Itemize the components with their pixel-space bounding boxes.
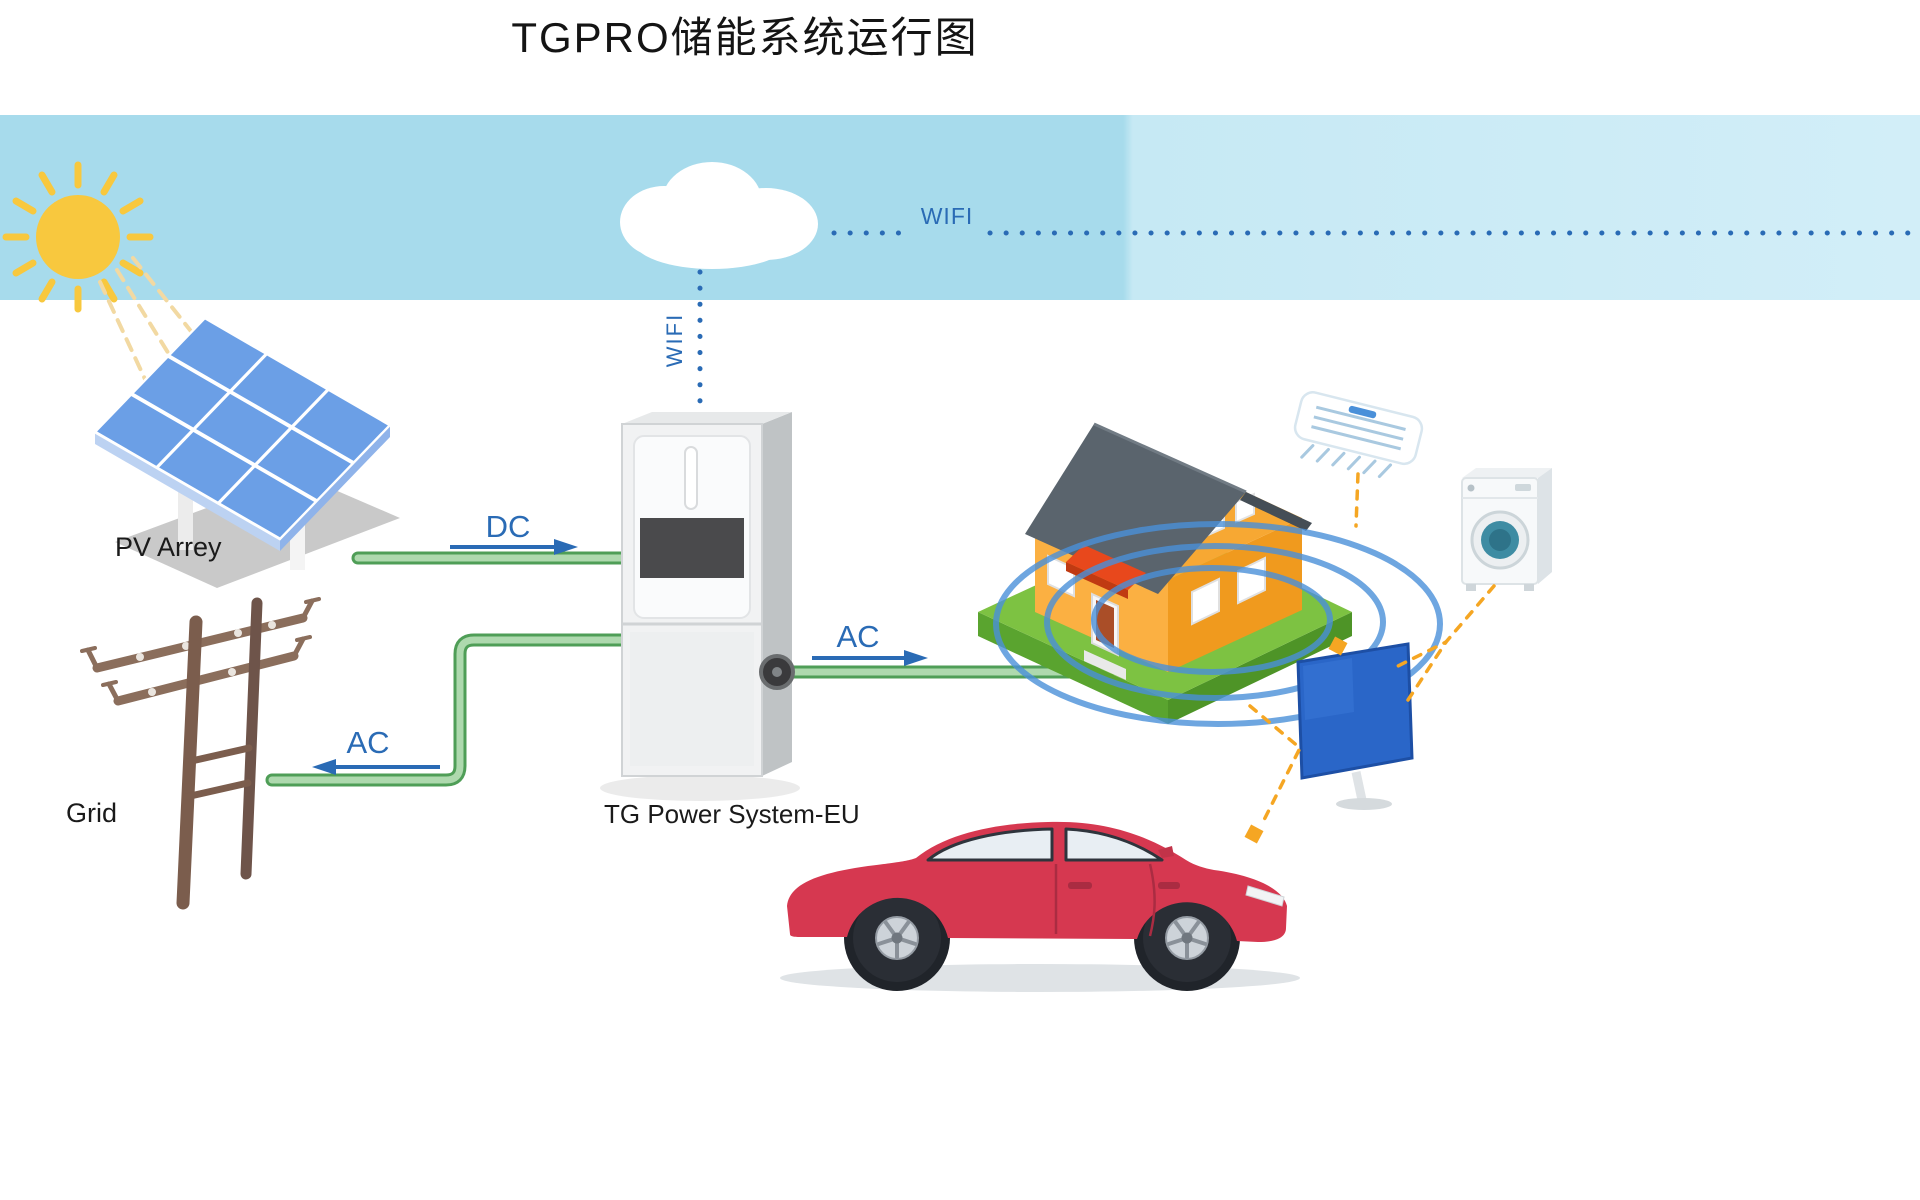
door-canopy [1066, 545, 1146, 590]
grid-label: Grid [66, 798, 117, 828]
car-icon [780, 821, 1300, 992]
washing-machine-icon [1461, 468, 1552, 591]
ac-grid-flow-label: AC [346, 725, 389, 760]
cloud-icon [620, 162, 818, 269]
battery-cabinet-icon [600, 412, 800, 801]
solar-panel-icon [92, 316, 400, 588]
wifi-vertical-label: WIFI [662, 313, 687, 367]
ac-cable-grid [265, 633, 647, 787]
wifi-ripples-icon [993, 521, 1443, 727]
dc-flow-label: DC [486, 509, 531, 544]
page-title: TGPRO储能系统运行图 [511, 14, 979, 61]
wifi-horizontal-label: WIFI [921, 203, 974, 229]
air-conditioner-icon [1293, 391, 1424, 479]
flow-arrows [312, 539, 928, 775]
appliance-links [1248, 472, 1496, 826]
power-pole-icon [80, 597, 321, 910]
power-cables [265, 551, 1115, 787]
tv-icon [1296, 642, 1414, 810]
side-mirror [1158, 846, 1174, 858]
sky-band [0, 115, 1920, 300]
power-system-label: TG Power System-EU [604, 799, 860, 829]
headlight [1245, 885, 1285, 907]
pv-array-label: PV Arrey [115, 532, 222, 562]
ac-house-flow-label: AC [836, 619, 879, 654]
link-nodes [1244, 636, 1348, 844]
